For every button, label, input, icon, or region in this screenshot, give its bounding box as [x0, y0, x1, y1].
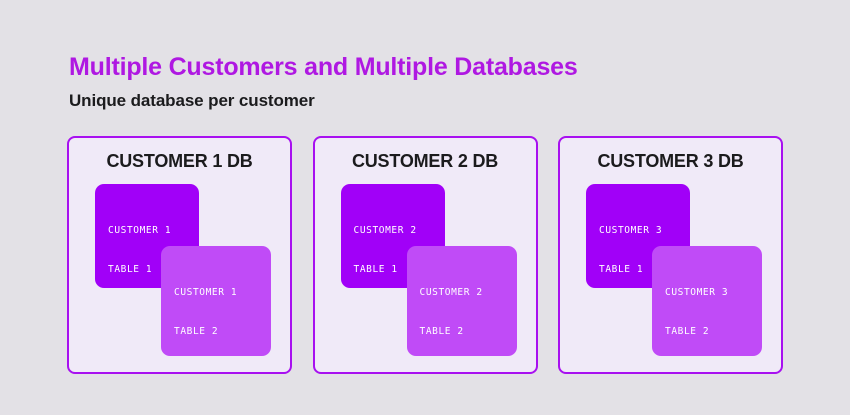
database-panel-customer-1[interactable]: CUSTOMER 1 DB CUSTOMER 1 TABLE 1 CUSTOME…	[67, 136, 292, 374]
table-card-line-1: CUSTOMER 3	[599, 225, 663, 236]
table-card-line-2: TABLE 2	[174, 326, 219, 337]
table-card-customer-2-table-2[interactable]: CUSTOMER 2 TABLE 2	[406, 246, 517, 356]
table-card-line-1: CUSTOMER 1	[174, 287, 238, 298]
table-card-customer-1-table-1[interactable]: CUSTOMER 1 TABLE 1	[95, 184, 199, 288]
table-card-line-1: CUSTOMER 3	[665, 287, 729, 298]
table-card-line-2: TABLE 2	[419, 326, 464, 337]
table-card-line-1: CUSTOMER 2	[419, 287, 483, 298]
database-panel-group: CUSTOMER 1 DB CUSTOMER 1 TABLE 1 CUSTOME…	[67, 136, 783, 374]
table-card-line-1: CUSTOMER 1	[108, 225, 172, 236]
table-card-line-2: TABLE 2	[665, 326, 710, 337]
table-card-customer-3-table-2[interactable]: CUSTOMER 3 TABLE 2	[652, 246, 762, 356]
database-panel-customer-3[interactable]: CUSTOMER 3 DB CUSTOMER 3 TABLE 1 CUSTOME…	[558, 136, 783, 374]
database-panel-customer-2[interactable]: CUSTOMER 2 DB CUSTOMER 2 TABLE 1 CUSTOME…	[312, 136, 538, 374]
table-card-customer-1-table-2[interactable]: CUSTOMER 1 TABLE 2	[161, 246, 271, 356]
page-subtitle: Unique database per customer	[69, 91, 315, 110]
table-card-line-2: TABLE 1	[108, 264, 153, 275]
table-card-line-2: TABLE 1	[599, 264, 644, 275]
table-card-line-2: TABLE 1	[353, 264, 398, 275]
page-title: Multiple Customers and Multiple Database…	[69, 53, 578, 81]
table-card-line-1: CUSTOMER 2	[353, 225, 417, 236]
panel-title-customer-3: CUSTOMER 3 DB	[597, 151, 744, 171]
panel-title-customer-2: CUSTOMER 2 DB	[351, 151, 499, 171]
panel-title-customer-1: CUSTOMER 1 DB	[106, 151, 253, 171]
